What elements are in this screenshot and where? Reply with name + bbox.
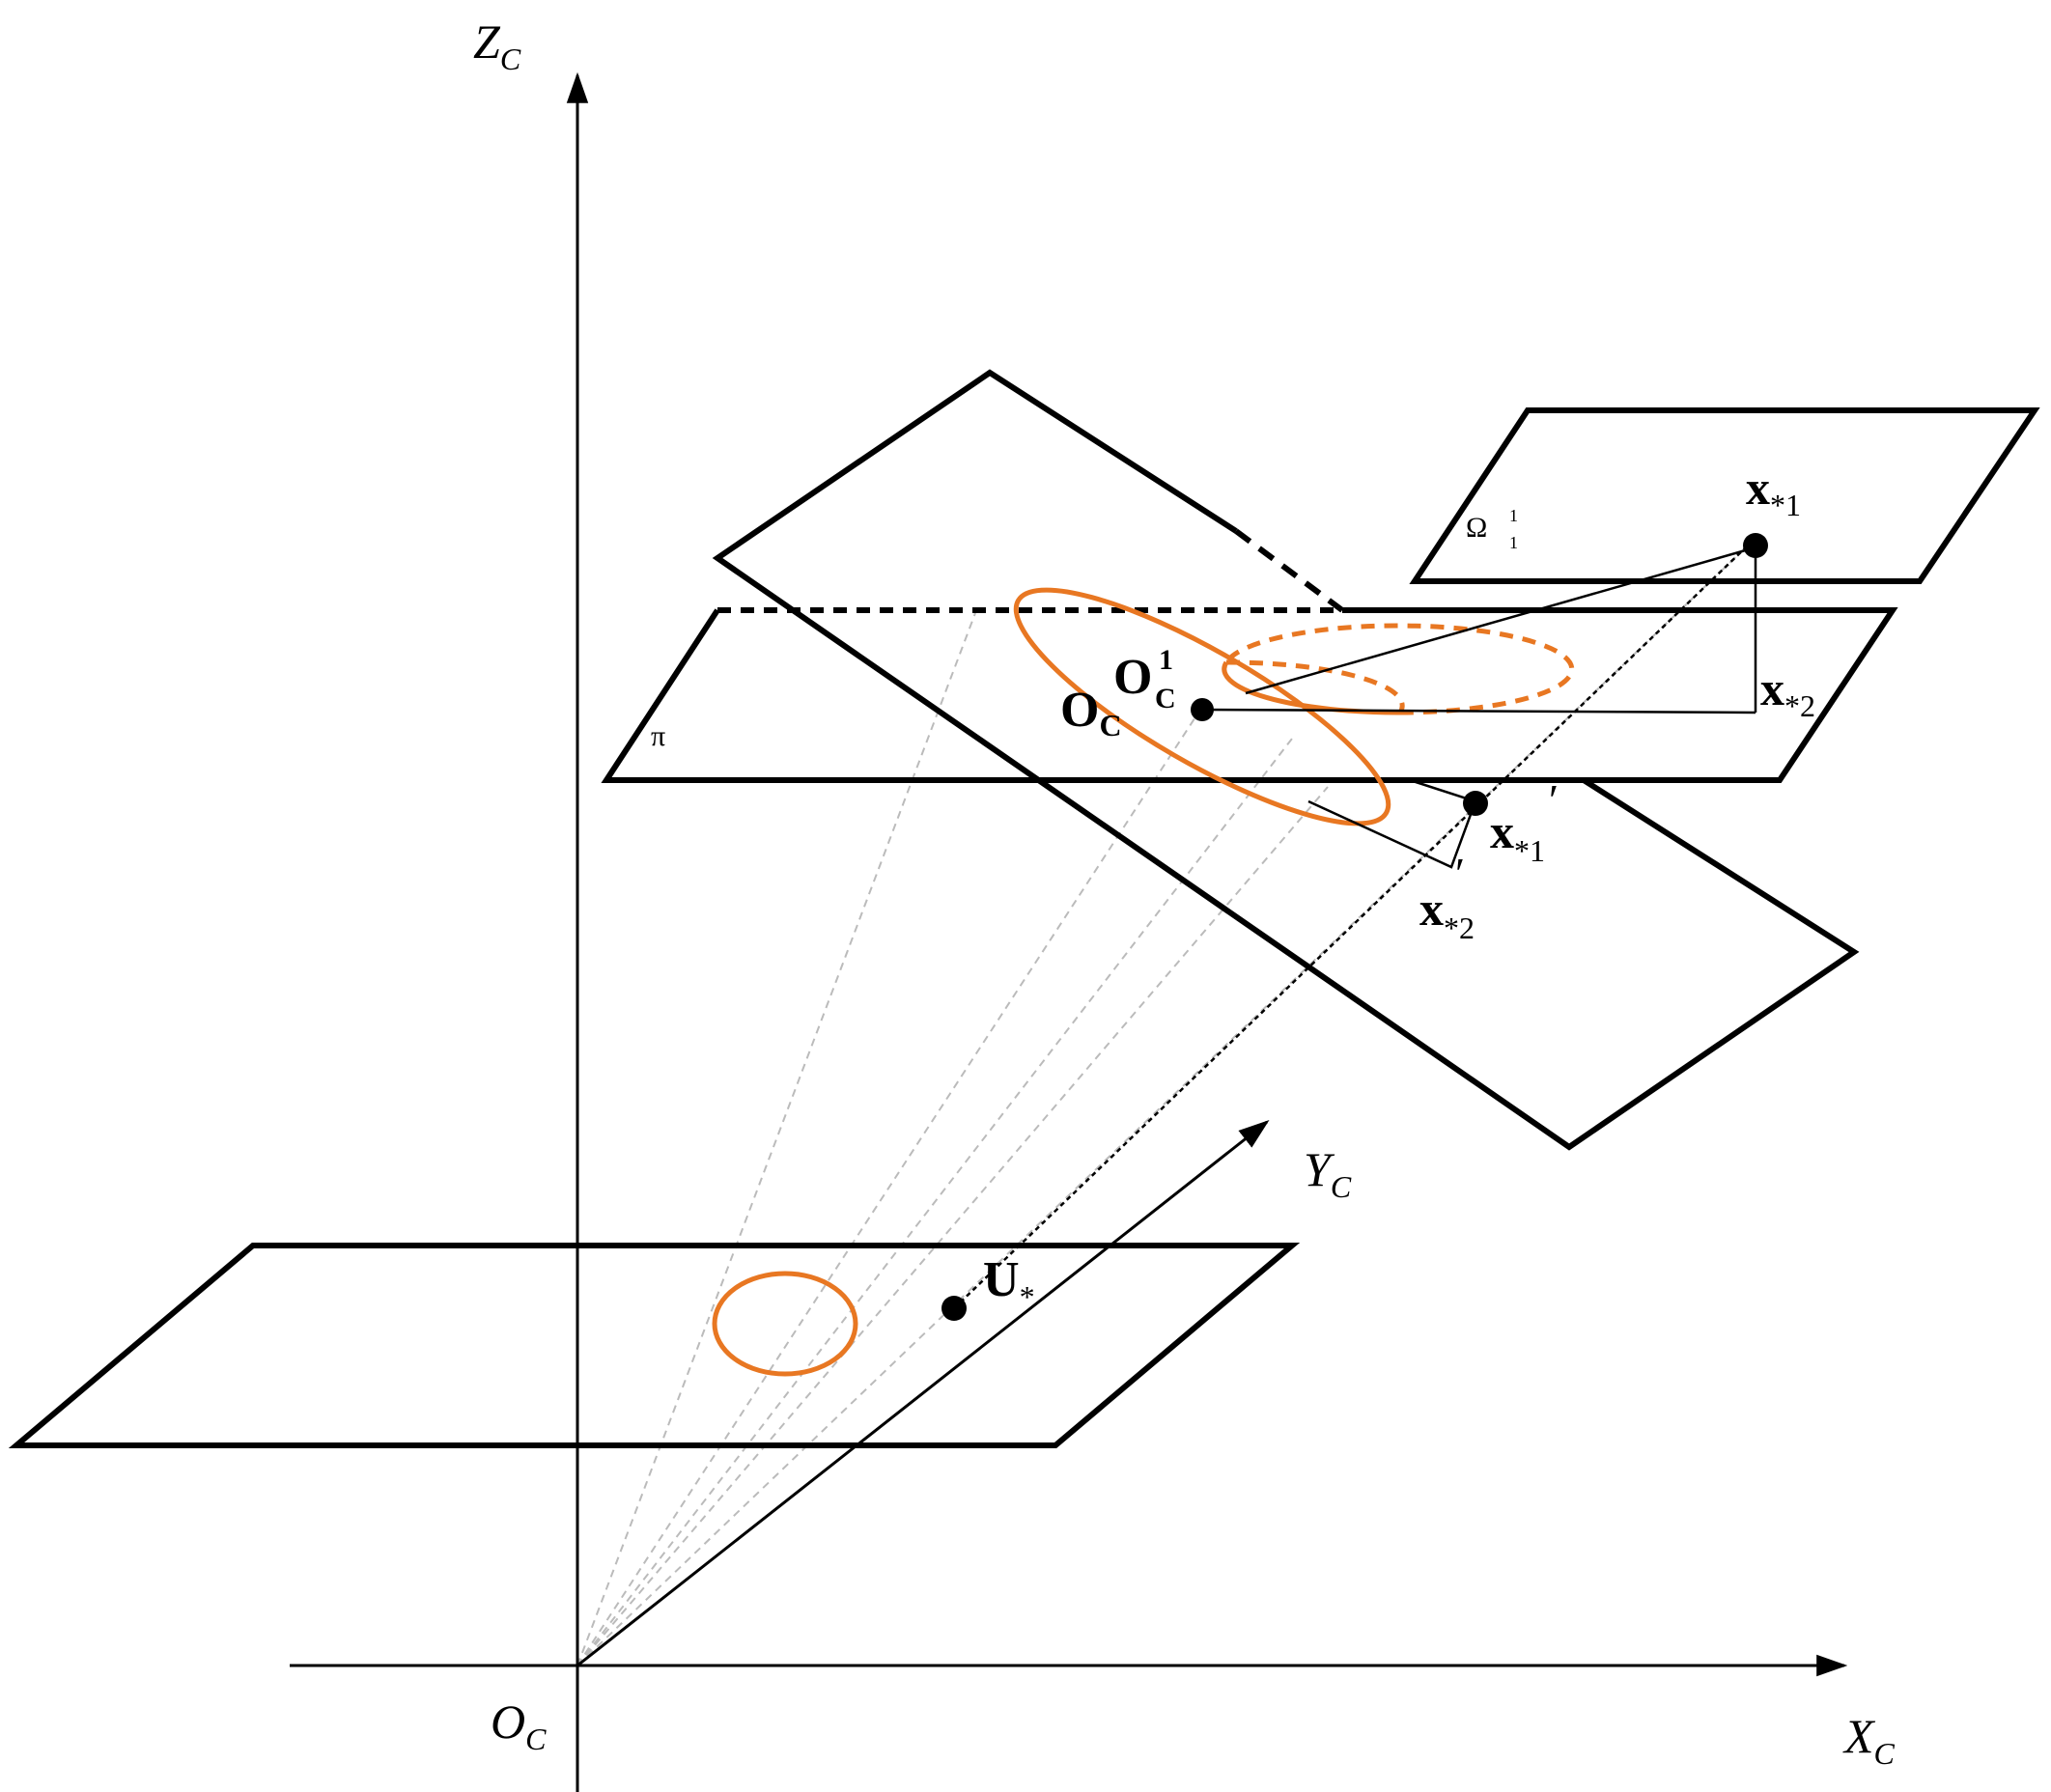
origin-sub: C	[525, 1722, 547, 1756]
projection-line-center	[576, 706, 1203, 1666]
origin-label: OC	[491, 1694, 547, 1756]
x-axis-letter: X	[1842, 1709, 1876, 1763]
line-to-x2-prime	[1307, 799, 1477, 869]
u-star-sub: *	[1020, 1279, 1035, 1314]
projection-line-inner	[576, 738, 1293, 1666]
projection-line-mid	[576, 786, 1329, 1666]
y-axis-sub: C	[1331, 1169, 1352, 1204]
label-x-star1: x*1	[1746, 461, 1801, 522]
image-ellipse	[712, 1271, 858, 1377]
ellipse-horizontal-dashed	[1223, 623, 1575, 715]
label-x-star2: x*2	[1760, 661, 1815, 723]
x-axis-sub: C	[1874, 1736, 1896, 1771]
plane-pi	[601, 607, 1898, 783]
x-star1-prime-sub: *1	[1514, 833, 1545, 868]
origin-letter: O	[491, 1694, 525, 1749]
u-star-letter: U	[983, 1252, 1020, 1307]
plane-omega-label: Ω 1 1	[1466, 506, 1518, 552]
oc1-letter: O	[1113, 650, 1152, 705]
x-star1-sub: *1	[1770, 488, 1801, 522]
point-x-star1	[1743, 533, 1768, 558]
x-star2-prime-letter: x	[1419, 882, 1444, 936]
plane-omega	[1409, 407, 2040, 584]
oc1-sub: C	[1155, 683, 1176, 714]
point-oc1	[1191, 698, 1214, 721]
point-x-star1-prime	[1463, 791, 1488, 816]
label-u-star: U*	[983, 1252, 1035, 1314]
label-x-star2-prime: x*2 ′	[1419, 849, 1475, 945]
z-axis-label: ZC	[473, 14, 521, 76]
projection-line-left	[576, 612, 976, 1666]
x-star1-prime-mark: ′	[1549, 775, 1559, 825]
coordinate-axes	[290, 71, 1848, 1792]
x-star2-letter: x	[1760, 661, 1784, 715]
u-star-dotted-line	[953, 545, 1749, 1309]
image-plane	[8, 545, 1749, 1448]
line-oc1-to-x1	[1245, 546, 1756, 695]
x-star2-prime-mark: ′	[1455, 849, 1465, 898]
x-star1-letter: x	[1746, 461, 1770, 515]
oc-letter: O	[1060, 683, 1099, 738]
tilted-plane	[712, 369, 1860, 1151]
label-oc: OC	[1060, 683, 1122, 742]
oc-sub: C	[1099, 708, 1121, 742]
omega-sup: 1	[1509, 506, 1518, 525]
x-star1-prime-letter: x	[1490, 804, 1514, 858]
x-star2-sub: *2	[1784, 688, 1815, 723]
omega-letter: Ω	[1466, 512, 1487, 544]
line-oc1-to-x2	[1201, 708, 1756, 714]
x-axis-label: XC	[1842, 1709, 1896, 1771]
y-axis-label: YC	[1304, 1142, 1352, 1204]
connection-lines	[1201, 546, 1757, 869]
z-axis-sub: C	[500, 42, 521, 76]
ellipse-tilted	[1013, 587, 1391, 826]
tilted-plane-edge	[712, 369, 1860, 1151]
points	[1191, 533, 1768, 816]
tilted-plane-hidden-edge	[1234, 528, 1344, 613]
y-axis	[576, 1120, 1270, 1667]
label-x-star1-prime: x*1′	[1490, 775, 1559, 868]
omega-sub: 1	[1509, 533, 1518, 552]
z-axis-letter: Z	[473, 14, 501, 69]
image-plane-outline	[8, 1243, 1301, 1448]
plane-pi-visible-edges	[601, 607, 1898, 783]
oc1-sup: 1	[1159, 644, 1173, 676]
x-star2-prime-sub: *2	[1444, 910, 1475, 945]
plane-pi-label: π	[651, 720, 665, 752]
y-axis-letter: Y	[1304, 1142, 1335, 1196]
projection-lines	[576, 545, 1749, 1666]
label-oc1: O 1 C	[1113, 644, 1176, 714]
